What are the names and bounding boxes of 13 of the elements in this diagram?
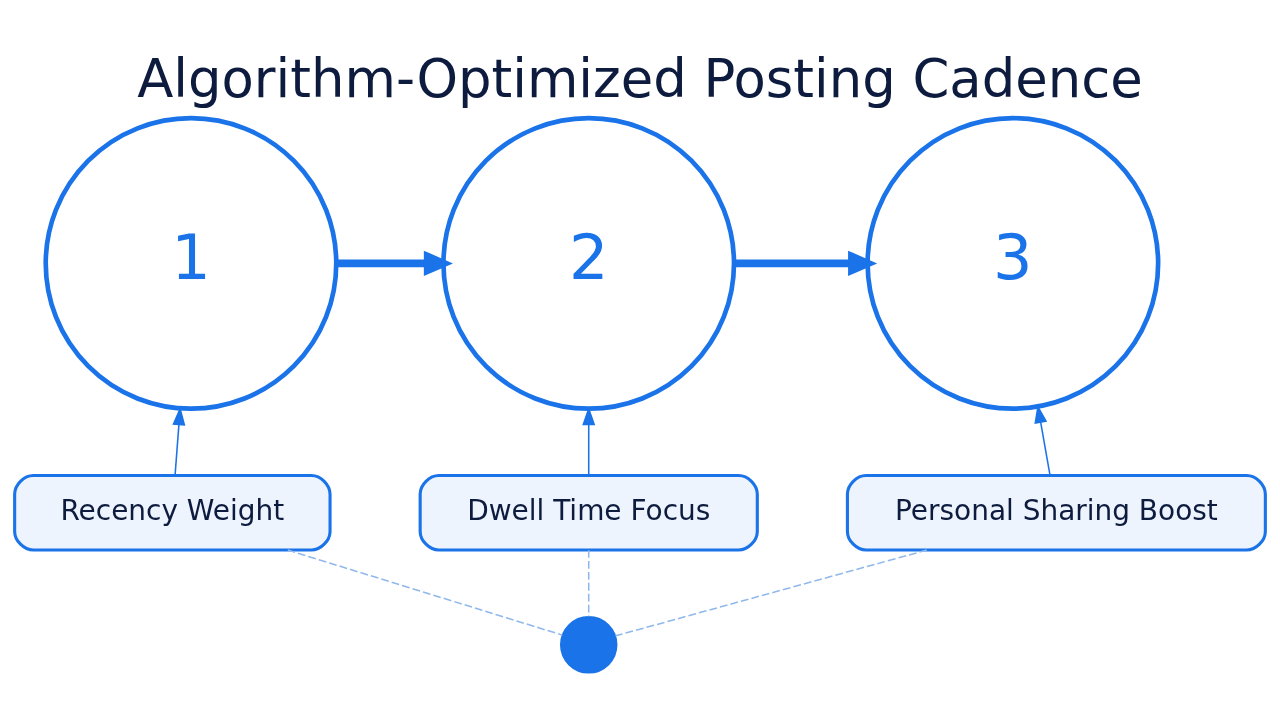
- diagram-title: Algorithm-Optimized Posting Cadence: [137, 47, 1143, 109]
- node-box: Personal Sharing Boost: [845, 473, 1267, 552]
- node-circle: 1: [43, 115, 339, 411]
- arrow: [336, 250, 453, 276]
- node-circle: 3: [865, 115, 1161, 411]
- connector: [587, 548, 590, 617]
- node-box: Dwell Time Focus: [418, 473, 759, 552]
- node-circle: [560, 615, 618, 674]
- connector: [287, 548, 564, 636]
- connector: [614, 548, 928, 637]
- node-circle: 2: [441, 115, 737, 411]
- node-box: Recency Weight: [13, 473, 332, 552]
- arrow: [734, 250, 878, 276]
